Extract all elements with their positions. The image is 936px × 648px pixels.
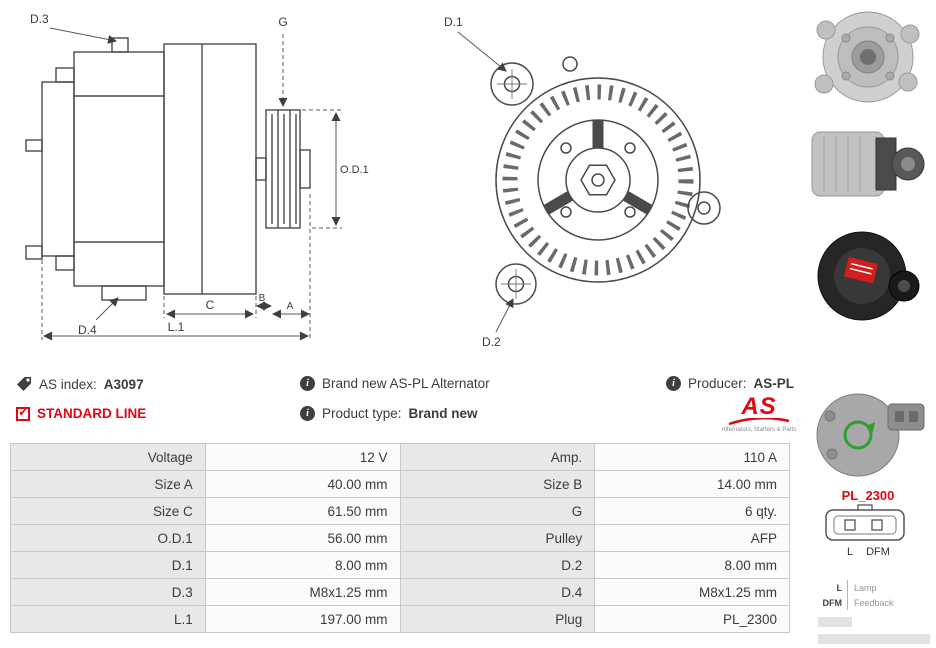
product-photo-front (814, 11, 920, 103)
spec-value-cell: 197.00 mm (204, 605, 401, 633)
spec-label-cell: Size B (399, 470, 596, 498)
as-pl-logo-text: AS (741, 393, 777, 420)
info-icon (300, 406, 315, 421)
spec-value-cell: 61.50 mm (204, 497, 401, 525)
spec-row: L.1 197.00 mm Plug PL_2300 (10, 605, 790, 633)
dimension-lines (41, 27, 342, 341)
hole-crosshairs (497, 69, 531, 299)
legend-key: DFM (818, 595, 848, 610)
standard-line-row: STANDARD LINE (16, 404, 147, 421)
product-type-label: Product type: (322, 406, 402, 421)
alternator-front-outline (490, 56, 721, 305)
spec-label-cell: Amp. (399, 443, 596, 471)
product-photo-rear (816, 393, 925, 477)
dim-label-d1: D.1 (444, 15, 463, 29)
spec-row: D.1 8.00 mm D.2 8.00 mm (10, 551, 790, 579)
spec-label-cell: D.4 (399, 578, 596, 606)
spec-label-cell: Size C (10, 497, 206, 525)
spec-value-cell: M8x1.25 mm (594, 578, 790, 606)
spec-label-cell: Plug (399, 605, 596, 633)
dim-label-g: G (278, 15, 287, 29)
spec-value-cell: PL_2300 (594, 605, 790, 633)
plug-name: PL_2300 (841, 488, 895, 503)
as-index-row: AS index: A3097 (16, 376, 144, 392)
checkbox-icon (16, 404, 30, 421)
spec-label-cell: O.D.1 (10, 524, 206, 552)
spec-value-cell: AFP (594, 524, 790, 552)
spec-label-cell: D.3 (10, 578, 206, 606)
producer-row: Producer: AS-PL (666, 376, 794, 391)
dim-label-d2: D.2 (482, 335, 501, 349)
plug-pin-l-label: L (847, 546, 853, 558)
front-view-diagram: D.1 D.2 (444, 15, 721, 349)
dim-label-od1: O.D.1 (340, 164, 369, 176)
spec-value-cell: 12 V (204, 443, 401, 471)
as-index-value: A3097 (103, 376, 144, 392)
product-photo-side (811, 131, 925, 197)
legend-desc: Feedback (854, 597, 894, 608)
spec-row: Size C 61.50 mm G 6 qty. (10, 497, 790, 525)
front-dimension-leaders (457, 31, 514, 333)
legend-desc: Lamp (854, 582, 877, 593)
spec-value-cell: 56.00 mm (204, 524, 401, 552)
spec-label-cell: G (399, 497, 596, 525)
legend-row: L Lamp (818, 580, 930, 595)
spec-table: Voltage 12 V Amp. 110 A Size A 40.00 mm … (10, 443, 790, 633)
spec-row: D.3 M8x1.25 mm D.4 M8x1.25 mm (10, 578, 790, 606)
spec-row: O.D.1 56.00 mm Pulley AFP (10, 524, 790, 552)
dim-label-d4: D.4 (78, 323, 97, 337)
spec-label-cell: Size A (10, 470, 206, 498)
standard-line-label: STANDARD LINE (37, 406, 147, 421)
alternator-side-outline (25, 37, 311, 301)
dim-label-d3: D.3 (30, 12, 49, 26)
spec-value-cell: 8.00 mm (594, 551, 790, 579)
spec-label-cell: L.1 (10, 605, 206, 633)
dim-label-l1: L.1 (168, 320, 185, 334)
product-photo-black (817, 231, 920, 321)
product-description: Brand new AS-PL Alternator (322, 376, 490, 391)
plug-legend: L Lamp DFM Feedback (818, 580, 930, 644)
description-row: Brand new AS-PL Alternator (300, 376, 490, 391)
product-type-value: Brand new (408, 406, 478, 421)
tag-icon (16, 376, 32, 392)
as-index-label: AS index: (39, 376, 97, 392)
info-icon (300, 376, 315, 391)
spec-row: Size A 40.00 mm Size B 14.00 mm (10, 470, 790, 498)
as-pl-logo: AS Alternators, Starters & Parts (720, 393, 798, 434)
spec-label-cell: D.1 (10, 551, 206, 579)
dim-label-c: C (206, 298, 215, 312)
side-view-diagram: D.3 G O.D.1 D.4 C B A L.1 (25, 12, 369, 341)
spec-label-cell: D.2 (399, 551, 596, 579)
spec-value-cell: 6 qty. (594, 497, 790, 525)
spec-value-cell: 40.00 mm (204, 470, 401, 498)
legend-placeholder-bar (818, 634, 930, 644)
plug-diagram: L DFM (825, 504, 905, 558)
spec-value-cell: M8x1.25 mm (204, 578, 401, 606)
legend-key: L (818, 580, 848, 595)
info-icon (666, 376, 681, 391)
legend-row: DFM Feedback (818, 595, 930, 610)
spec-label-cell: Voltage (10, 443, 206, 471)
plug-pin-dfm-label: DFM (866, 546, 890, 558)
spec-value-cell: 110 A (594, 443, 790, 471)
dim-label-a: A (287, 301, 294, 312)
legend-placeholder-bar (818, 617, 852, 627)
product-type-row: Product type: Brand new (300, 406, 478, 421)
spec-row: Voltage 12 V Amp. 110 A (10, 443, 790, 471)
producer-value: AS-PL (753, 376, 795, 391)
spec-value-cell: 8.00 mm (204, 551, 401, 579)
as-pl-logo-subtext: Alternators, Starters & Parts (721, 427, 797, 433)
dim-label-b: B (259, 293, 266, 304)
producer-label: Producer: (688, 376, 747, 391)
as-pl-logo-swoosh (728, 418, 790, 426)
spec-label-cell: Pulley (399, 524, 596, 552)
spec-value-cell: 14.00 mm (594, 470, 790, 498)
